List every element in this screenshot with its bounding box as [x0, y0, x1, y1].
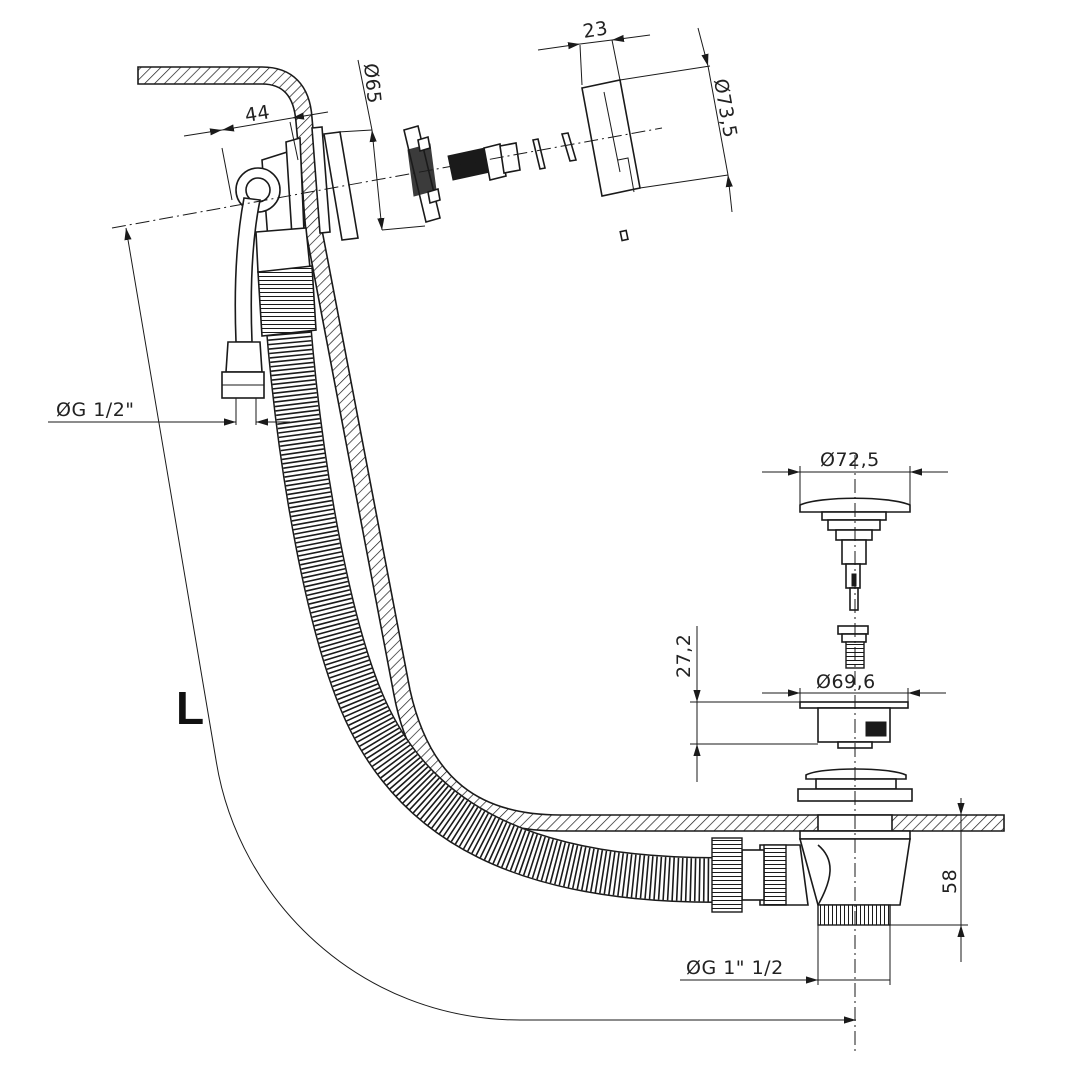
dim-outlet-thread: ØG 1" 1/2	[686, 957, 784, 979]
dim-cover-depth: 23	[581, 17, 609, 43]
dimension-lines	[48, 27, 968, 1024]
dim-overflow-plate-diameter: Ø65	[359, 62, 385, 105]
waste-thread	[763, 844, 787, 906]
dim-44: 44	[243, 101, 271, 127]
overflow-exploded-parts	[403, 79, 641, 242]
dim-waste-height: 58	[939, 869, 961, 894]
length-label: L	[176, 682, 204, 734]
inlet-nut	[225, 341, 263, 373]
dim-inlet-thread: ØG 1/2"	[56, 399, 135, 421]
hose-coupling	[257, 265, 317, 337]
bathtub-wall	[137, 66, 1005, 832]
dim-drain-flange-diameter: Ø69,6	[816, 671, 876, 693]
drain-assembly	[711, 497, 913, 926]
outlet-thread	[817, 904, 891, 926]
hose-nut	[711, 837, 743, 913]
dim-drain-height: 27,2	[673, 634, 695, 678]
dim-plug-diameter: Ø72,5	[820, 449, 880, 471]
dim-cover-diameter: Ø73,5	[709, 77, 741, 140]
